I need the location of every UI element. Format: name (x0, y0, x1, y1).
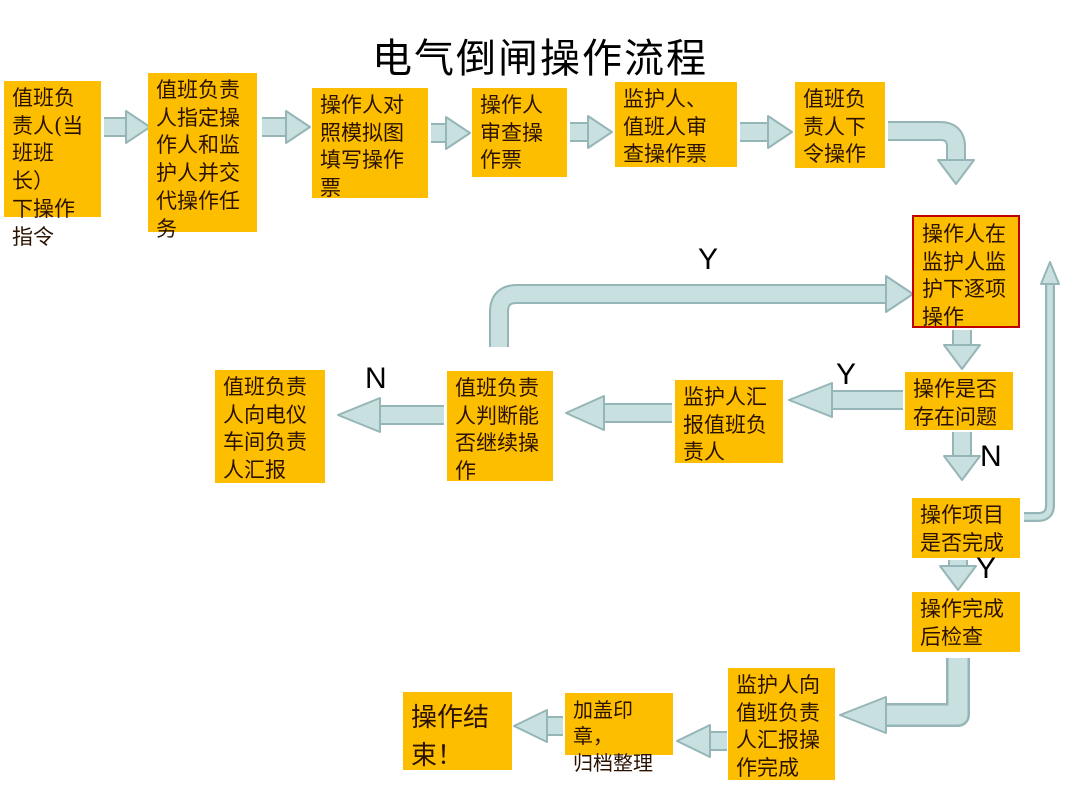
arrow-stamp-end (513, 709, 563, 743)
arrow-check-reportcompletion (839, 658, 970, 734)
arrow-continue-no (337, 397, 444, 433)
arrow-step3-step4 (431, 116, 471, 150)
arrow-execute-problemcheck (943, 330, 981, 370)
label-problem-no: N (980, 440, 1002, 473)
arrow-step4-step5 (570, 115, 613, 149)
arrow-complete-yes (939, 560, 977, 591)
arrow-reportcompletion-stamp (676, 724, 727, 758)
page-title: 电气倒闸操作流程 (372, 36, 708, 82)
flow-box-guardian-report: 监护人汇 报值班负 责人 (675, 380, 783, 464)
label-problem-yes: Y (836, 358, 857, 391)
arrow-problem-yes (788, 382, 903, 418)
arrow-step5-step6 (740, 115, 793, 149)
flow-box-items-complete-check: 操作项目 是否完成 (912, 498, 1020, 558)
flow-box-operator-review: 操作人 审查操 作票 (472, 88, 567, 177)
flow-box-stamp-archive: 加盖印章， 归档整理 (565, 693, 673, 775)
arrow-continue-yes-loop (489, 275, 914, 347)
arrow-step2-step3 (262, 110, 311, 144)
label-continue-no: N (365, 362, 387, 395)
arrow-step6-execute (888, 121, 975, 185)
flow-box-fill-ticket: 操作人对 照模拟图 填写操作 票 (312, 88, 428, 200)
flow-box-leader-command: 值班负 责人下 令操作 (795, 82, 885, 168)
flow-box-problem-check: 操作是否 存在问题 (905, 372, 1013, 430)
label-continue-yes: Y (698, 243, 719, 276)
arrow-items-loop-back (1024, 261, 1060, 522)
flow-box-report-completion: 监护人向 值班负责 人汇报操 作完成 (728, 668, 835, 780)
arrow-step1-step2 (104, 110, 151, 144)
arrow-problem-no (943, 432, 981, 481)
flow-box-post-completion-check: 操作完成 后检查 (912, 592, 1020, 652)
arrow-report-judge (565, 395, 672, 431)
flow-box-leader-judge: 值班负责 人判断能 否继续操 作 (447, 371, 553, 483)
flow-box-guardian-review: 监护人、 值班人审 查操作票 (615, 82, 737, 167)
flow-box-execute-under-guard: 操作人在 监护人监 护下逐项 操作 (912, 215, 1020, 329)
label-complete-yes: Y (976, 552, 997, 585)
flow-box-operation-end: 操作结 束！ (403, 692, 512, 771)
flow-box-duty-leader-order: 值班负 责人(当 班班长） 下操作 指令 (4, 81, 101, 249)
flow-box-report-workshop: 值班负责 人向电仪 车间负责 人汇报 (215, 370, 325, 483)
flow-box-assign-operators: 值班负责 人指定操 作人和监 护人并交 代操作任 务 (148, 73, 257, 241)
